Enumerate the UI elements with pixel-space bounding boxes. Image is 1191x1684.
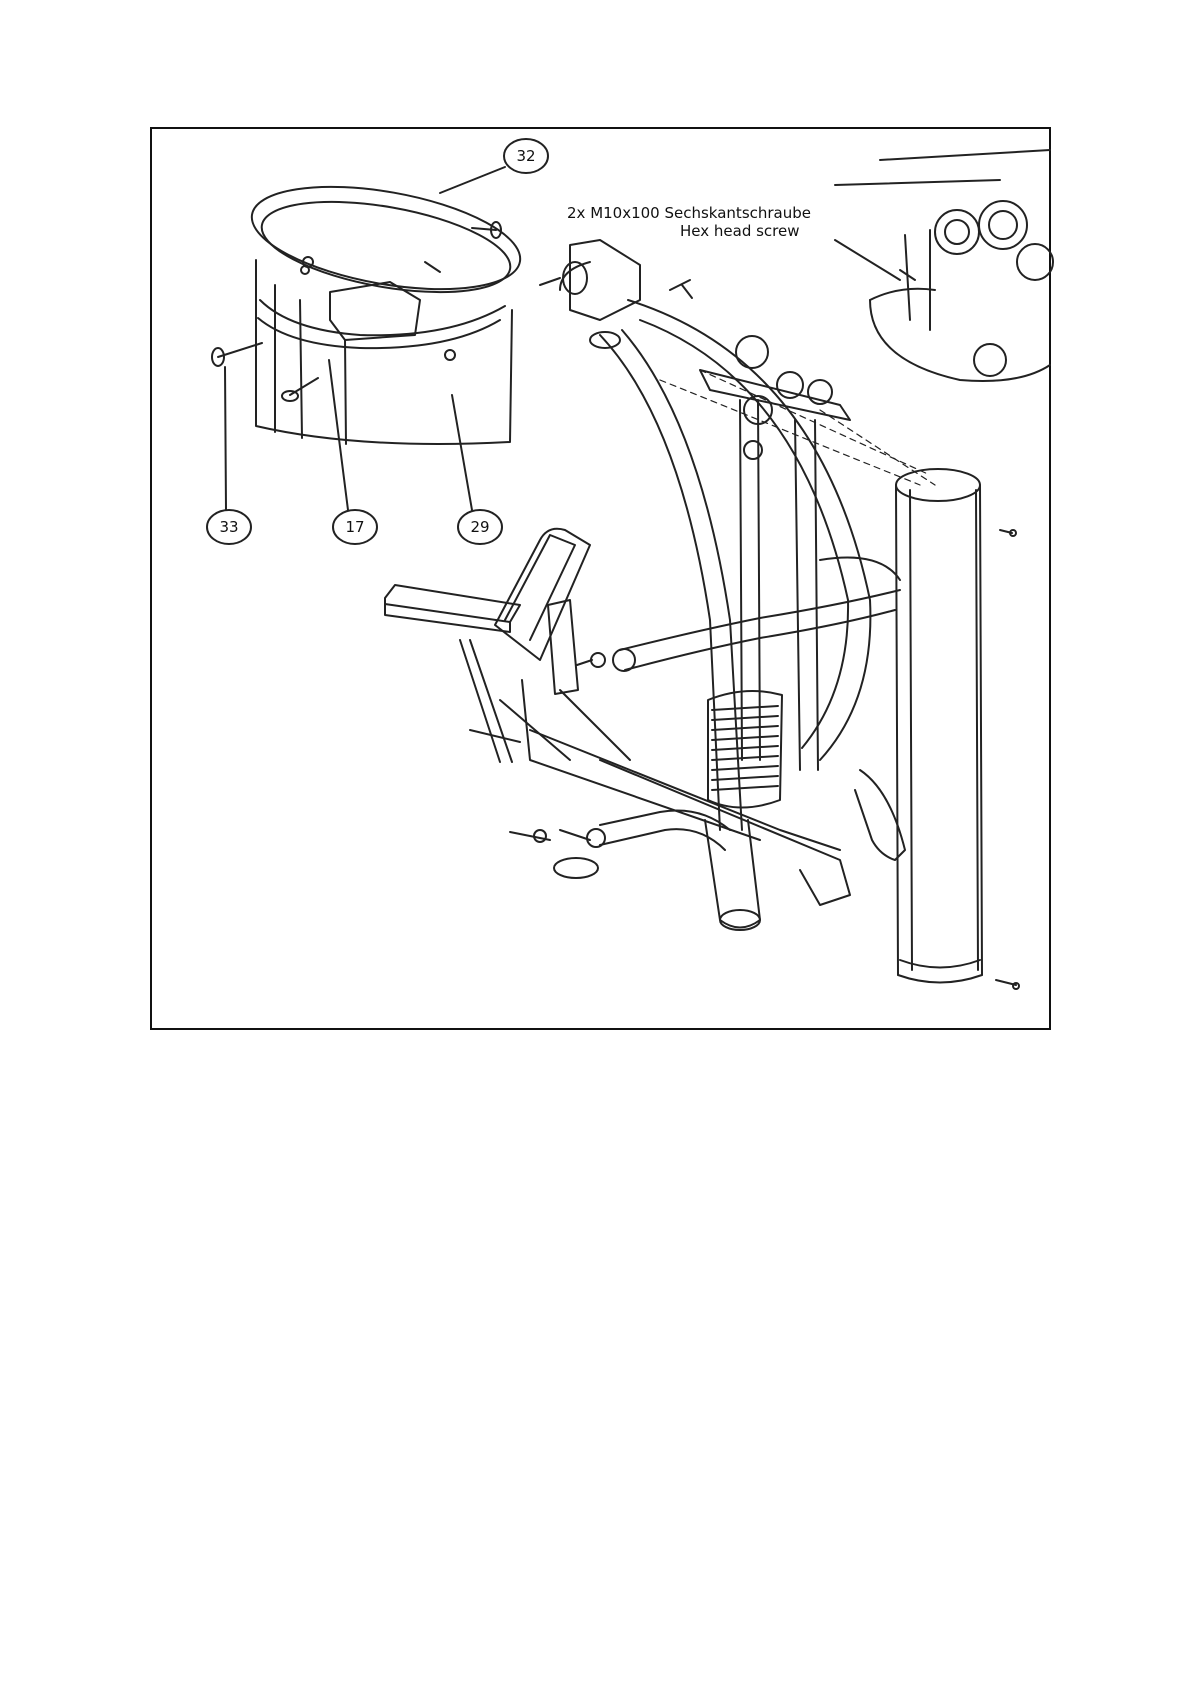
main-machine [385,240,905,930]
part-number-29: 29 [458,510,502,544]
cover-exploded-view [207,139,548,544]
screw-label-de: 2x M10x100 Sechskantschraube [567,204,811,222]
pulley-detail-inset [835,150,1053,381]
part-number-32: 32 [504,139,548,173]
part-number-17: 17 [333,510,377,544]
column-shroud [660,370,1019,989]
screw-label-en: Hex head screw [680,222,800,240]
part-number-33: 33 [207,510,251,544]
